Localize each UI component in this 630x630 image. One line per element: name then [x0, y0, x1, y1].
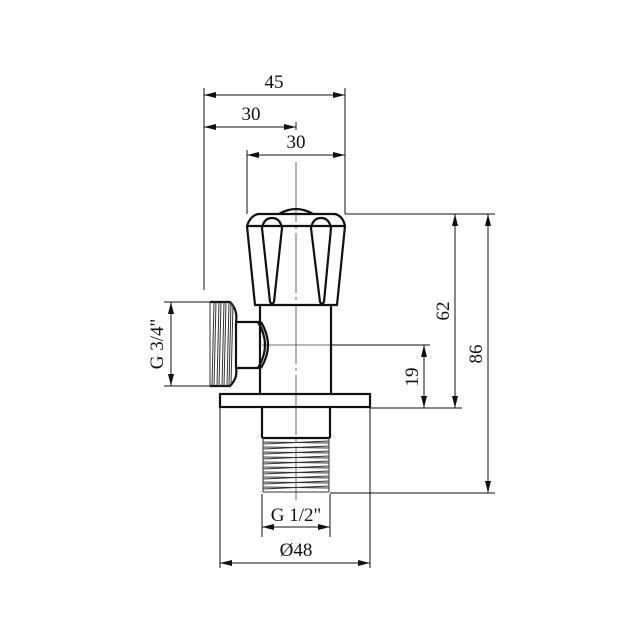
dim-g12: G 1/2" — [262, 505, 330, 530]
dim-62-label: 62 — [433, 302, 454, 321]
dim-g12-label: G 1/2" — [271, 505, 322, 526]
dim-19-label: 19 — [402, 368, 423, 387]
dim-g34: G 3/4" — [147, 302, 174, 386]
dim-45-label: 45 — [265, 72, 284, 93]
dim-45: 45 — [204, 72, 345, 98]
dim-62: 62 — [433, 214, 458, 408]
dim-d48-label: Ø48 — [280, 540, 313, 561]
valve-handle — [245, 207, 347, 307]
dim-30-handle: 30 — [247, 132, 345, 158]
dim-19: 19 — [402, 345, 427, 408]
dim-g34-label: G 3/4" — [147, 319, 168, 370]
flange — [218, 392, 372, 409]
dim-30-inlet-label: 30 — [242, 104, 261, 125]
bottom-connection — [260, 407, 332, 493]
dim-86: 86 — [466, 214, 491, 493]
side-thread — [209, 300, 238, 388]
thread-lines — [262, 440, 330, 493]
dim-d48: Ø48 — [220, 540, 370, 566]
center-lines — [262, 162, 430, 500]
dim-86-label: 86 — [466, 345, 487, 364]
valve-body — [236, 305, 333, 394]
dim-30-handle-label: 30 — [287, 132, 306, 153]
dim-30-inlet: 30 — [204, 104, 296, 130]
extension-lines — [164, 88, 495, 568]
